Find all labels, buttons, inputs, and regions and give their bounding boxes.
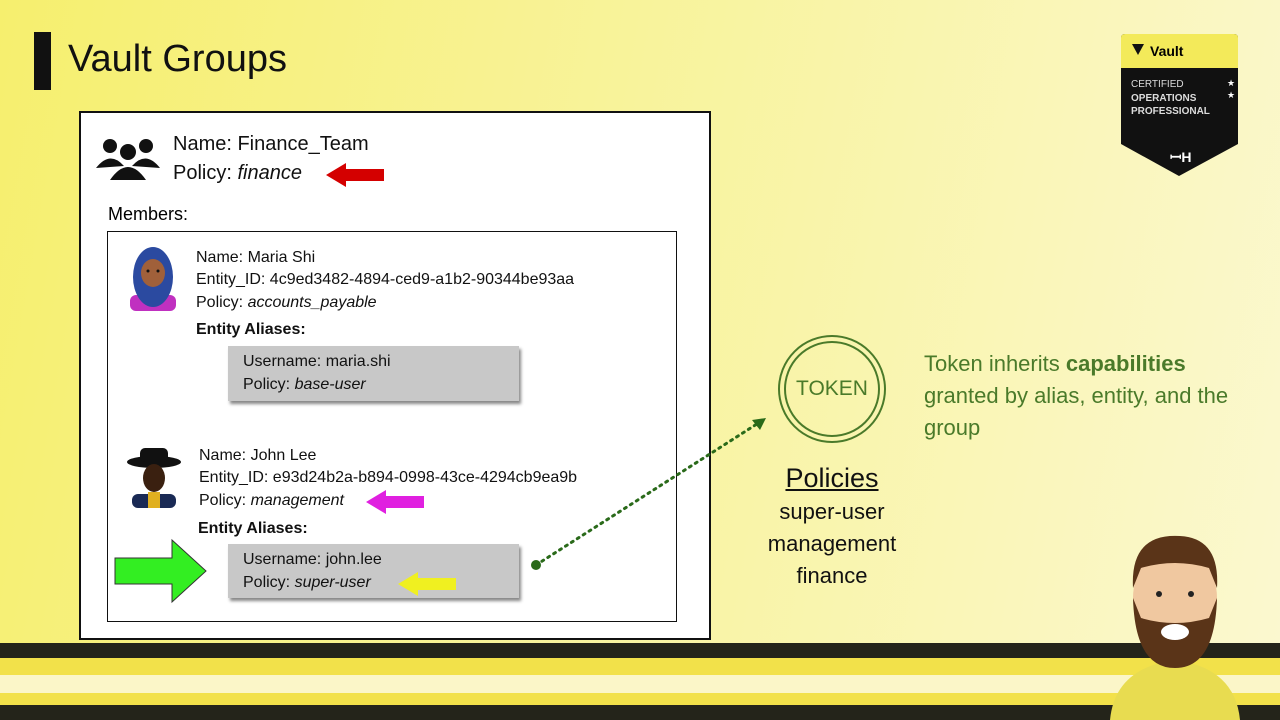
token-badge: TOKEN	[778, 335, 886, 443]
aliases-label: Entity Aliases:	[198, 520, 308, 537]
members-label: Members:	[108, 204, 189, 224]
alias-box: Username: john.lee Policy: super-user	[228, 544, 519, 598]
policy-value: management	[250, 492, 344, 509]
member-name: Name: Maria Shi	[196, 249, 316, 266]
john-avatar	[127, 448, 181, 508]
policy-item: finance	[796, 563, 868, 588]
footer-band-dark	[0, 643, 1280, 658]
member-name: Name: John Lee	[199, 447, 317, 464]
group-icon	[96, 139, 160, 180]
alias-username: Username: maria.shi	[243, 353, 391, 370]
footer-band-yellow	[0, 658, 1280, 675]
red-arrow-icon	[326, 163, 384, 187]
svg-text:ꟷH: ꟷH	[1170, 149, 1192, 165]
alias-username: Username: john.lee	[243, 551, 382, 568]
token-policies: Policies super-user management finance	[732, 462, 932, 592]
group-policy: Policy: finance	[173, 162, 302, 185]
policies-title: Policies	[785, 463, 879, 493]
member-entity-id: Entity_ID: e93d24b2a-b894-0998-43ce-4294…	[199, 469, 578, 486]
svg-text:★: ★	[1227, 90, 1235, 100]
footer-band-pale	[0, 675, 1280, 693]
policy-item: management	[767, 531, 897, 556]
member-policy: Policy: management	[199, 490, 344, 513]
policy-value: accounts_payable	[247, 294, 377, 311]
footer-band-yellow	[0, 693, 1280, 705]
presenter-avatar	[1110, 535, 1240, 720]
alias-policy: Policy: base-user	[243, 375, 366, 393]
alias-policy: Policy: super-user	[243, 573, 371, 591]
policy-item: super-user	[779, 499, 885, 524]
magenta-arrow-icon	[366, 490, 424, 514]
title-bar-accent	[34, 32, 51, 90]
inherit-note: Token inherits capabilities granted by a…	[924, 351, 1229, 440]
policy-label: Policy:	[196, 294, 248, 311]
alias-box: Username: maria.shi Policy: base-user	[228, 346, 519, 401]
group-name: Name: Finance_Team	[173, 133, 369, 155]
green-arrow-icon	[114, 538, 207, 604]
member-policy: Policy: accounts_payable	[196, 292, 377, 315]
slide-title: Vault Groups	[68, 38, 287, 80]
aliases-label: Entity Aliases:	[196, 321, 306, 338]
member-entity-id: Entity_ID: 4c9ed3482-4894-ced9-a1b2-9034…	[196, 271, 575, 288]
yellow-arrow-icon	[398, 572, 456, 596]
policy-label: Policy:	[199, 492, 251, 509]
badge-shape: ★ ★ ꟷH	[1121, 34, 1238, 176]
dotted-connector	[531, 418, 766, 570]
svg-text:★: ★	[1227, 78, 1235, 88]
policy-value: finance	[237, 162, 302, 184]
maria-avatar	[130, 247, 176, 311]
policy-label: Policy:	[173, 162, 238, 184]
token-label: TOKEN	[784, 341, 880, 437]
badge-brand: Vault	[1150, 43, 1184, 59]
footer-band-dark	[0, 705, 1280, 720]
